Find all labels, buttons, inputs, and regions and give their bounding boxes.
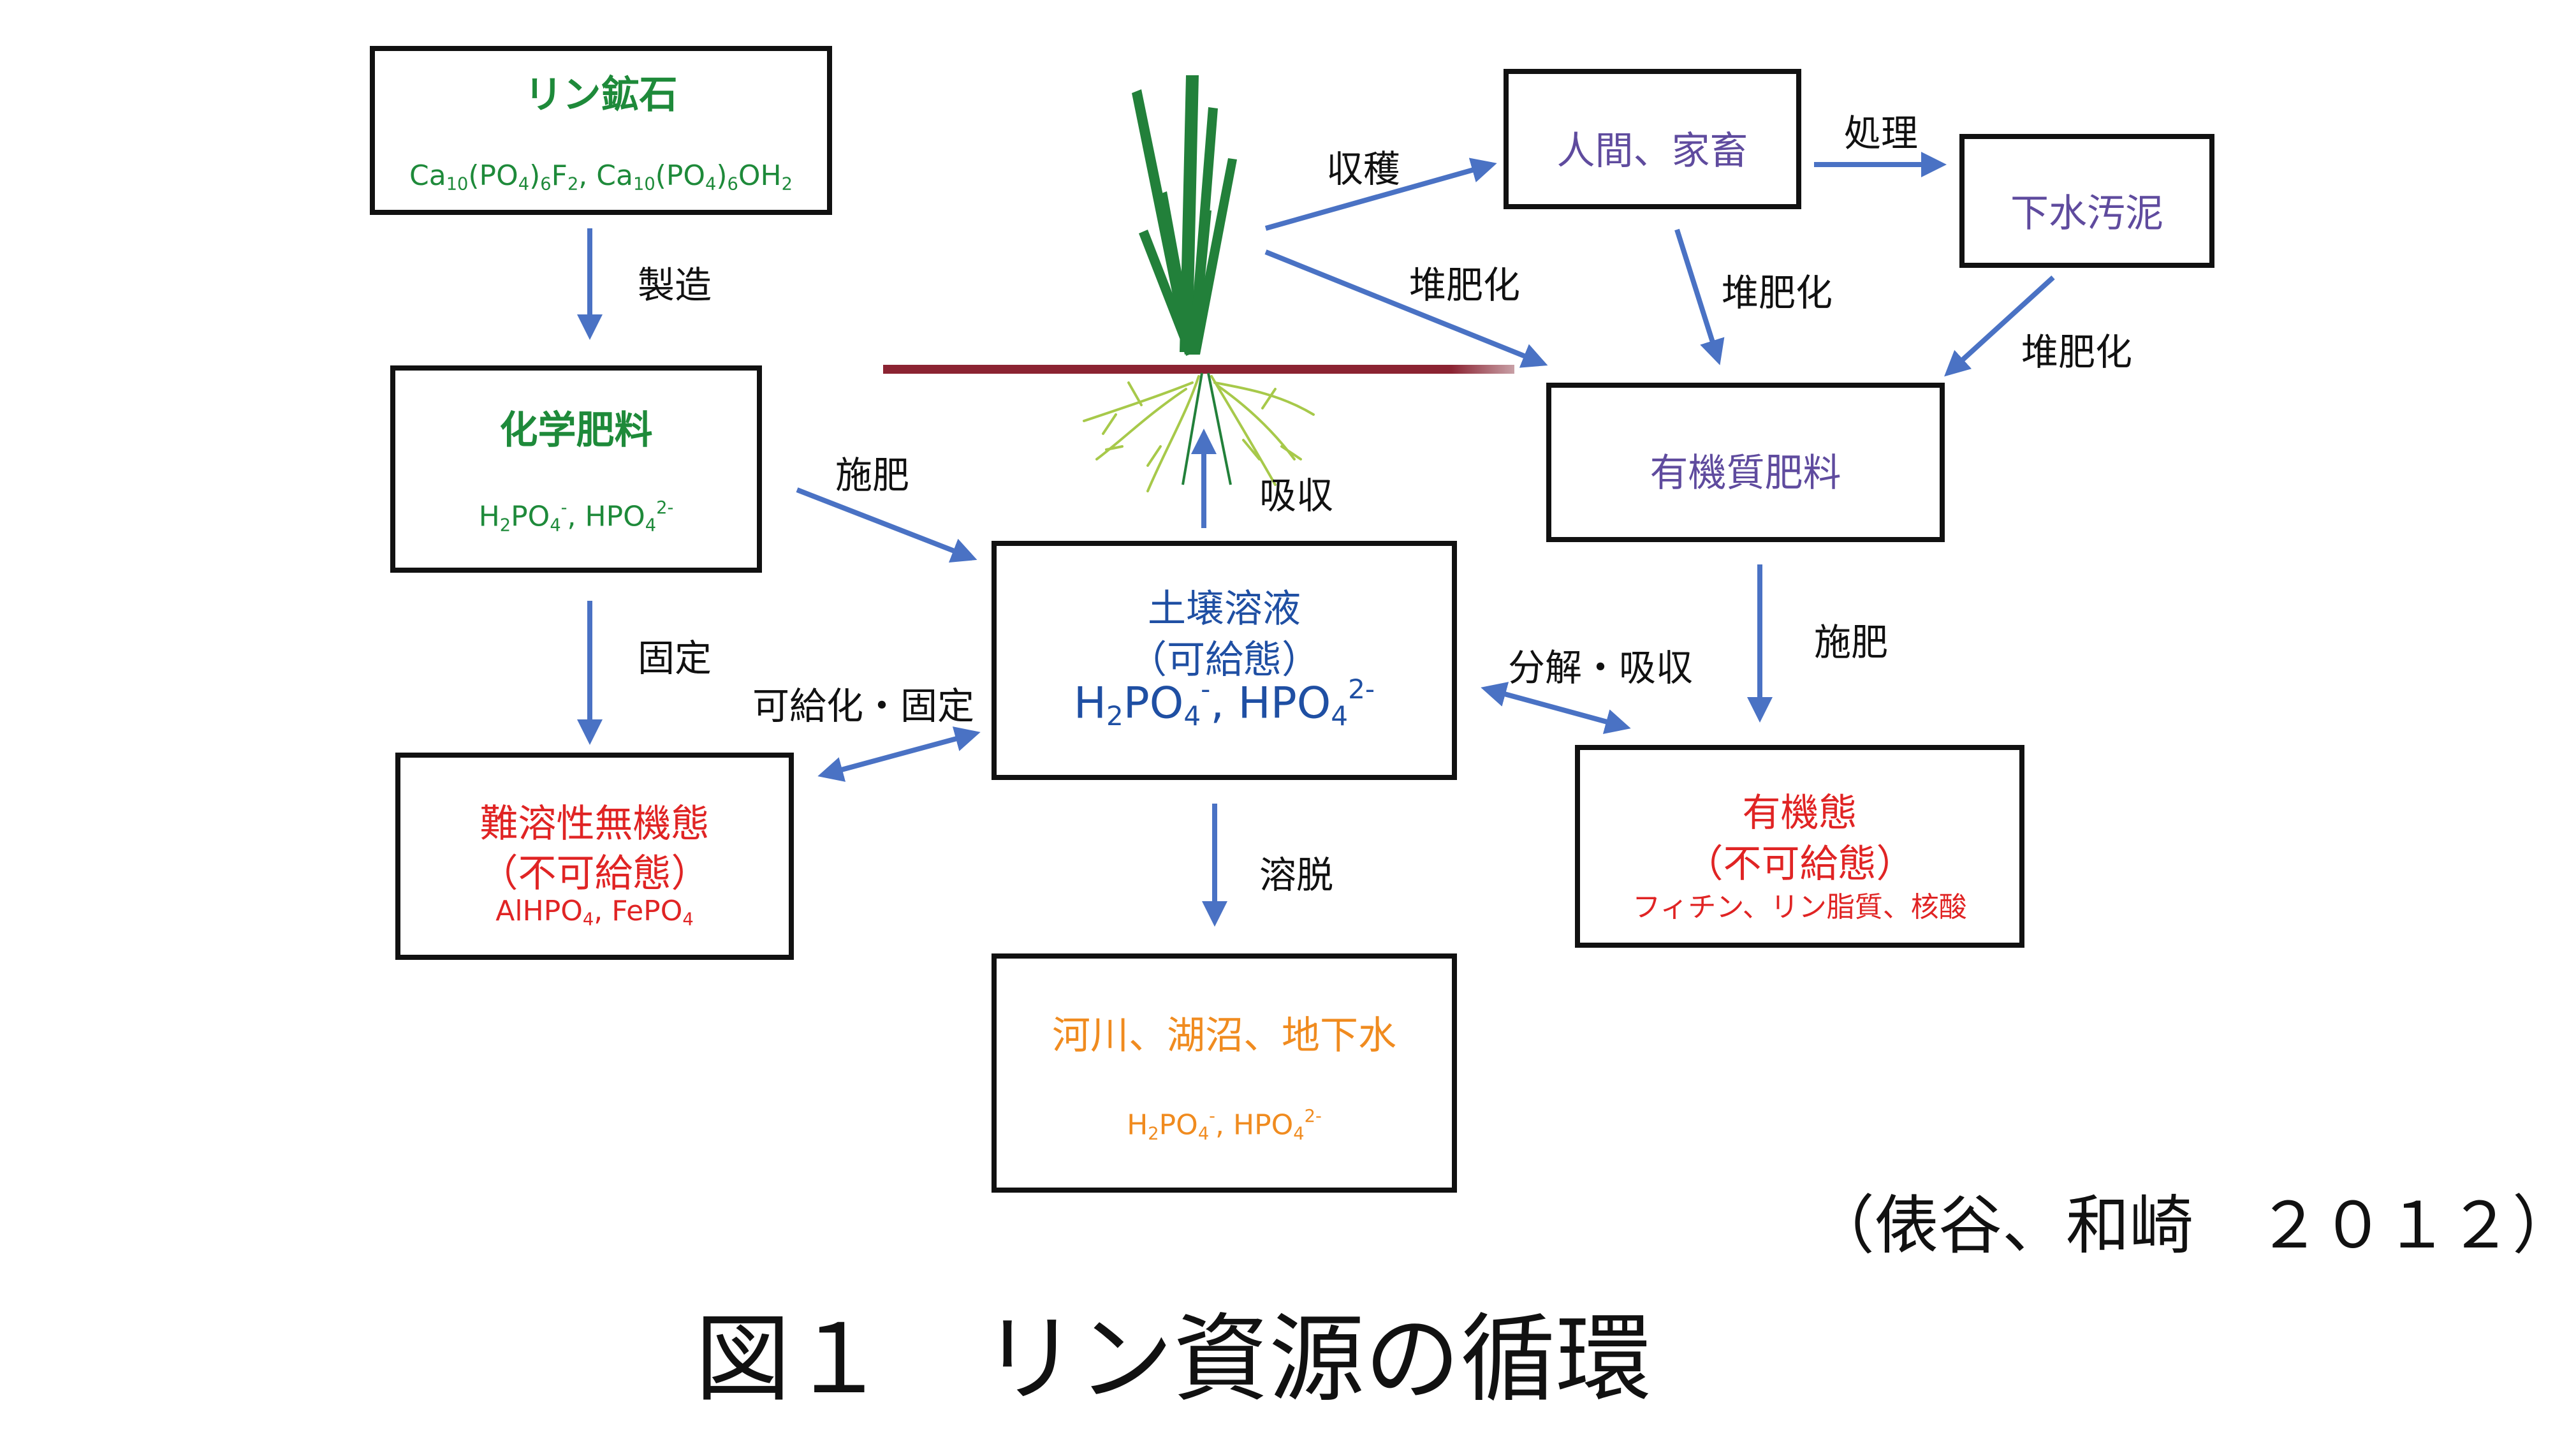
label-manufacture: 製造	[638, 263, 712, 307]
humans-livestock-title: 人間、家畜	[1556, 129, 1748, 173]
box-sewage-sludge: 下水汚泥	[1959, 134, 2214, 268]
insoluble-inorganic-formula: AlHPO4, FePO4	[495, 895, 694, 930]
box-organic-fertilizer: 有機質肥料	[1546, 383, 1945, 542]
box-water-bodies: 河川、湖沼、地下水 H2PO4-, HPO42-	[992, 953, 1457, 1193]
arrow-sludge-to-organic-fertilizer	[1944, 276, 2055, 377]
soil-solution-title: 土壌溶液	[1148, 587, 1301, 631]
soil-solution-formula: H2PO4-, HPO42-	[1073, 673, 1375, 732]
box-insoluble-inorganic: 難溶性無機態 （不可給態） AlHPO4, FePO4	[395, 753, 794, 960]
water-bodies-formula: H2PO4-, HPO42-	[1127, 1107, 1322, 1144]
figure-title: 図１ リン資源の循環	[695, 1304, 1652, 1415]
box-chemical-fertilizer: 化学肥料 H2PO4-, HPO42-	[390, 365, 762, 573]
label-compost-plant: 堆肥化	[1409, 263, 1521, 307]
label-harvest: 収穫	[1326, 147, 1401, 191]
label-decompose-absorb: 分解・吸収	[1508, 646, 1694, 689]
label-compost-humans: 堆肥化	[1722, 271, 1833, 314]
insoluble-inorganic-subtitle: （不可給態）	[479, 851, 710, 896]
citation: （俵谷、和崎 ２０１２）	[1811, 1188, 2576, 1263]
sewage-sludge-title: 下水汚泥	[2010, 191, 2163, 236]
label-leaching: 溶脱	[1259, 853, 1334, 897]
phosphate-ore-title: リン鉱石	[524, 73, 678, 117]
label-compost-sludge: 堆肥化	[2021, 330, 2133, 374]
label-absorb: 吸収	[1259, 474, 1334, 517]
organic-form-subtitle: （不可給態）	[1685, 842, 1915, 887]
box-phosphate-ore: リン鉱石 Ca10(PO4)6F2, Ca10(PO4)6OH2	[370, 46, 832, 215]
organic-fertilizer-title: 有機質肥料	[1650, 451, 1841, 496]
label-apply-left: 施肥	[835, 453, 910, 497]
label-apply-right: 施肥	[1814, 621, 1889, 664]
plant-icon	[1132, 75, 1237, 356]
label-fixation: 固定	[638, 637, 712, 680]
label-treatment: 処理	[1844, 112, 1919, 155]
insoluble-inorganic-title: 難溶性無機態	[479, 802, 710, 846]
box-soil-solution: 土壌溶液 （可給態） H2PO4-, HPO42-	[992, 541, 1457, 780]
arrow-plant-to-organic-fertilizer	[1264, 249, 1548, 368]
organic-form-detail: フィチン、リン脂質、核酸	[1632, 891, 1967, 924]
organic-form-title: 有機態	[1742, 791, 1857, 835]
soil-surface-line	[883, 365, 1514, 374]
phosphate-ore-formula: Ca10(PO4)6F2, Ca10(PO4)6OH2	[409, 159, 793, 195]
plant-roots	[1083, 375, 1315, 492]
box-humans-livestock: 人間、家畜	[1504, 69, 1801, 209]
soil-solution-subtitle: （可給態）	[1129, 638, 1320, 682]
chemical-fertilizer-title: 化学肥料	[499, 408, 653, 453]
label-available-fixation: 可給化・固定	[752, 684, 975, 728]
chemical-fertilizer-formula: H2PO4-, HPO42-	[478, 498, 674, 536]
arrow-humans-to-organic-fertilizer	[1674, 228, 1725, 365]
arrow-fertilizer-to-soil	[796, 487, 977, 563]
arrow-plant-to-humans	[1264, 158, 1497, 231]
box-organic-form: 有機態 （不可給態） フィチン、リン脂質、核酸	[1575, 745, 2024, 948]
water-bodies-title: 河川、湖沼、地下水	[1052, 1013, 1396, 1058]
arrow-soil-organic-exchange	[1481, 682, 1631, 734]
arrow-soil-insoluble-exchange	[817, 726, 981, 782]
